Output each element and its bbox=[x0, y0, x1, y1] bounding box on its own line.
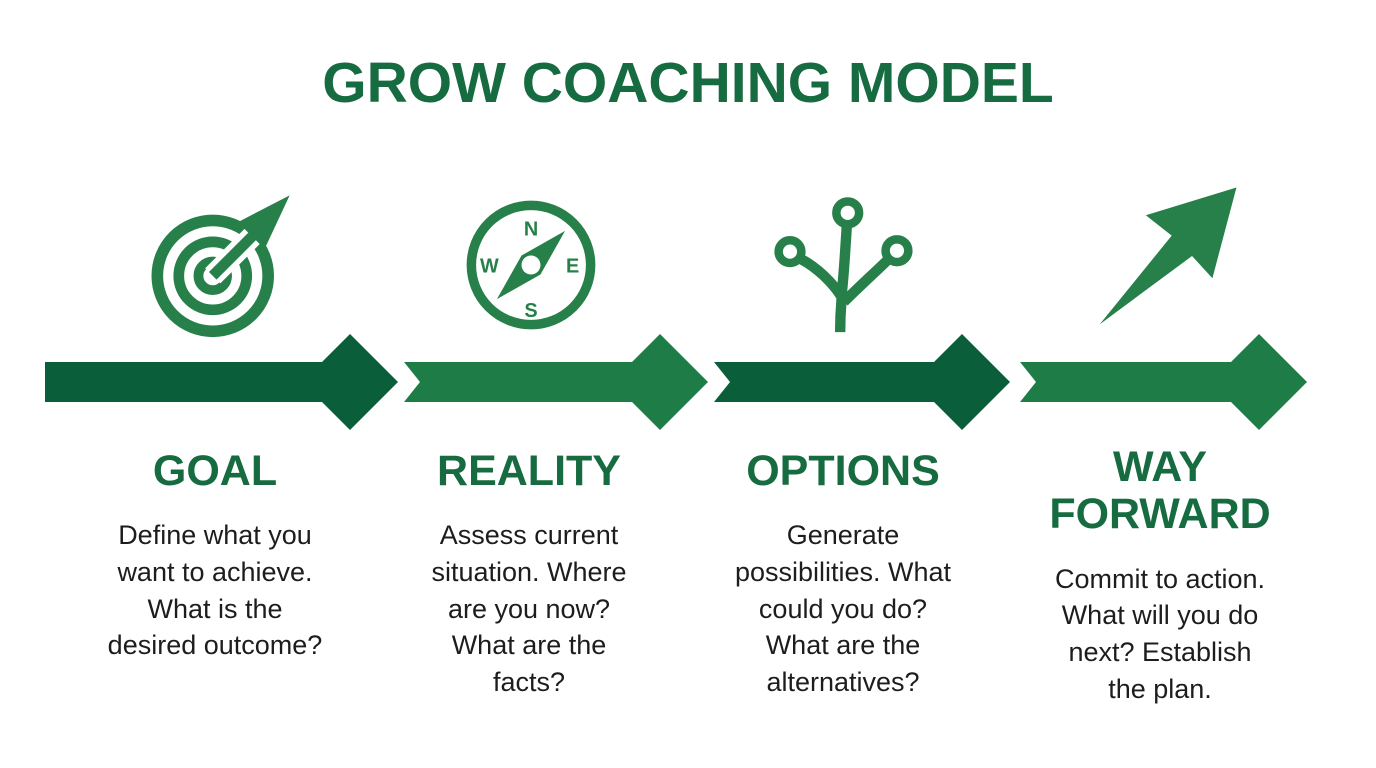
stage-reality-description: Assess current situation. Where are you … bbox=[431, 520, 627, 698]
compass-north-label: N bbox=[524, 219, 538, 241]
stage-options: OPTIONS Generate possibilities. What cou… bbox=[688, 447, 998, 701]
timeline-segment-3 bbox=[714, 334, 1010, 430]
stage-goal-description: Define what you want to achieve. What is… bbox=[107, 520, 323, 661]
stage-goal: GOAL Define what you want to achieve. Wh… bbox=[60, 447, 370, 664]
stage-way-forward-heading: WAY FORWARD bbox=[1049, 443, 1271, 539]
timeline-arrow bbox=[45, 334, 1307, 430]
upward-arrow-icon bbox=[1099, 187, 1237, 325]
branching-paths-icon bbox=[774, 197, 913, 333]
target-icon bbox=[151, 195, 290, 338]
page-title: GROW COACHING MODEL bbox=[322, 51, 1054, 115]
stage-goal-heading: GOAL bbox=[152, 447, 278, 495]
compass-icon: N E S W bbox=[466, 200, 596, 330]
compass-east-label: E bbox=[566, 256, 579, 278]
timeline-segment-4 bbox=[1020, 334, 1307, 430]
compass-west-label: W bbox=[480, 256, 499, 278]
stage-options-description: Generate possibilities. What could you d… bbox=[734, 520, 952, 698]
stage-reality: REALITY Assess current situation. Where … bbox=[374, 447, 684, 701]
compass-south-label: S bbox=[524, 300, 537, 322]
stage-way-forward: WAY FORWARD Commit to action. What will … bbox=[995, 443, 1325, 707]
timeline-segment-2 bbox=[404, 334, 708, 430]
stage-way-forward-description: Commit to action. What will you do next?… bbox=[1054, 563, 1266, 704]
timeline-segment-1 bbox=[45, 334, 398, 430]
stage-reality-heading: REALITY bbox=[437, 447, 621, 495]
stage-options-heading: OPTIONS bbox=[746, 447, 940, 495]
